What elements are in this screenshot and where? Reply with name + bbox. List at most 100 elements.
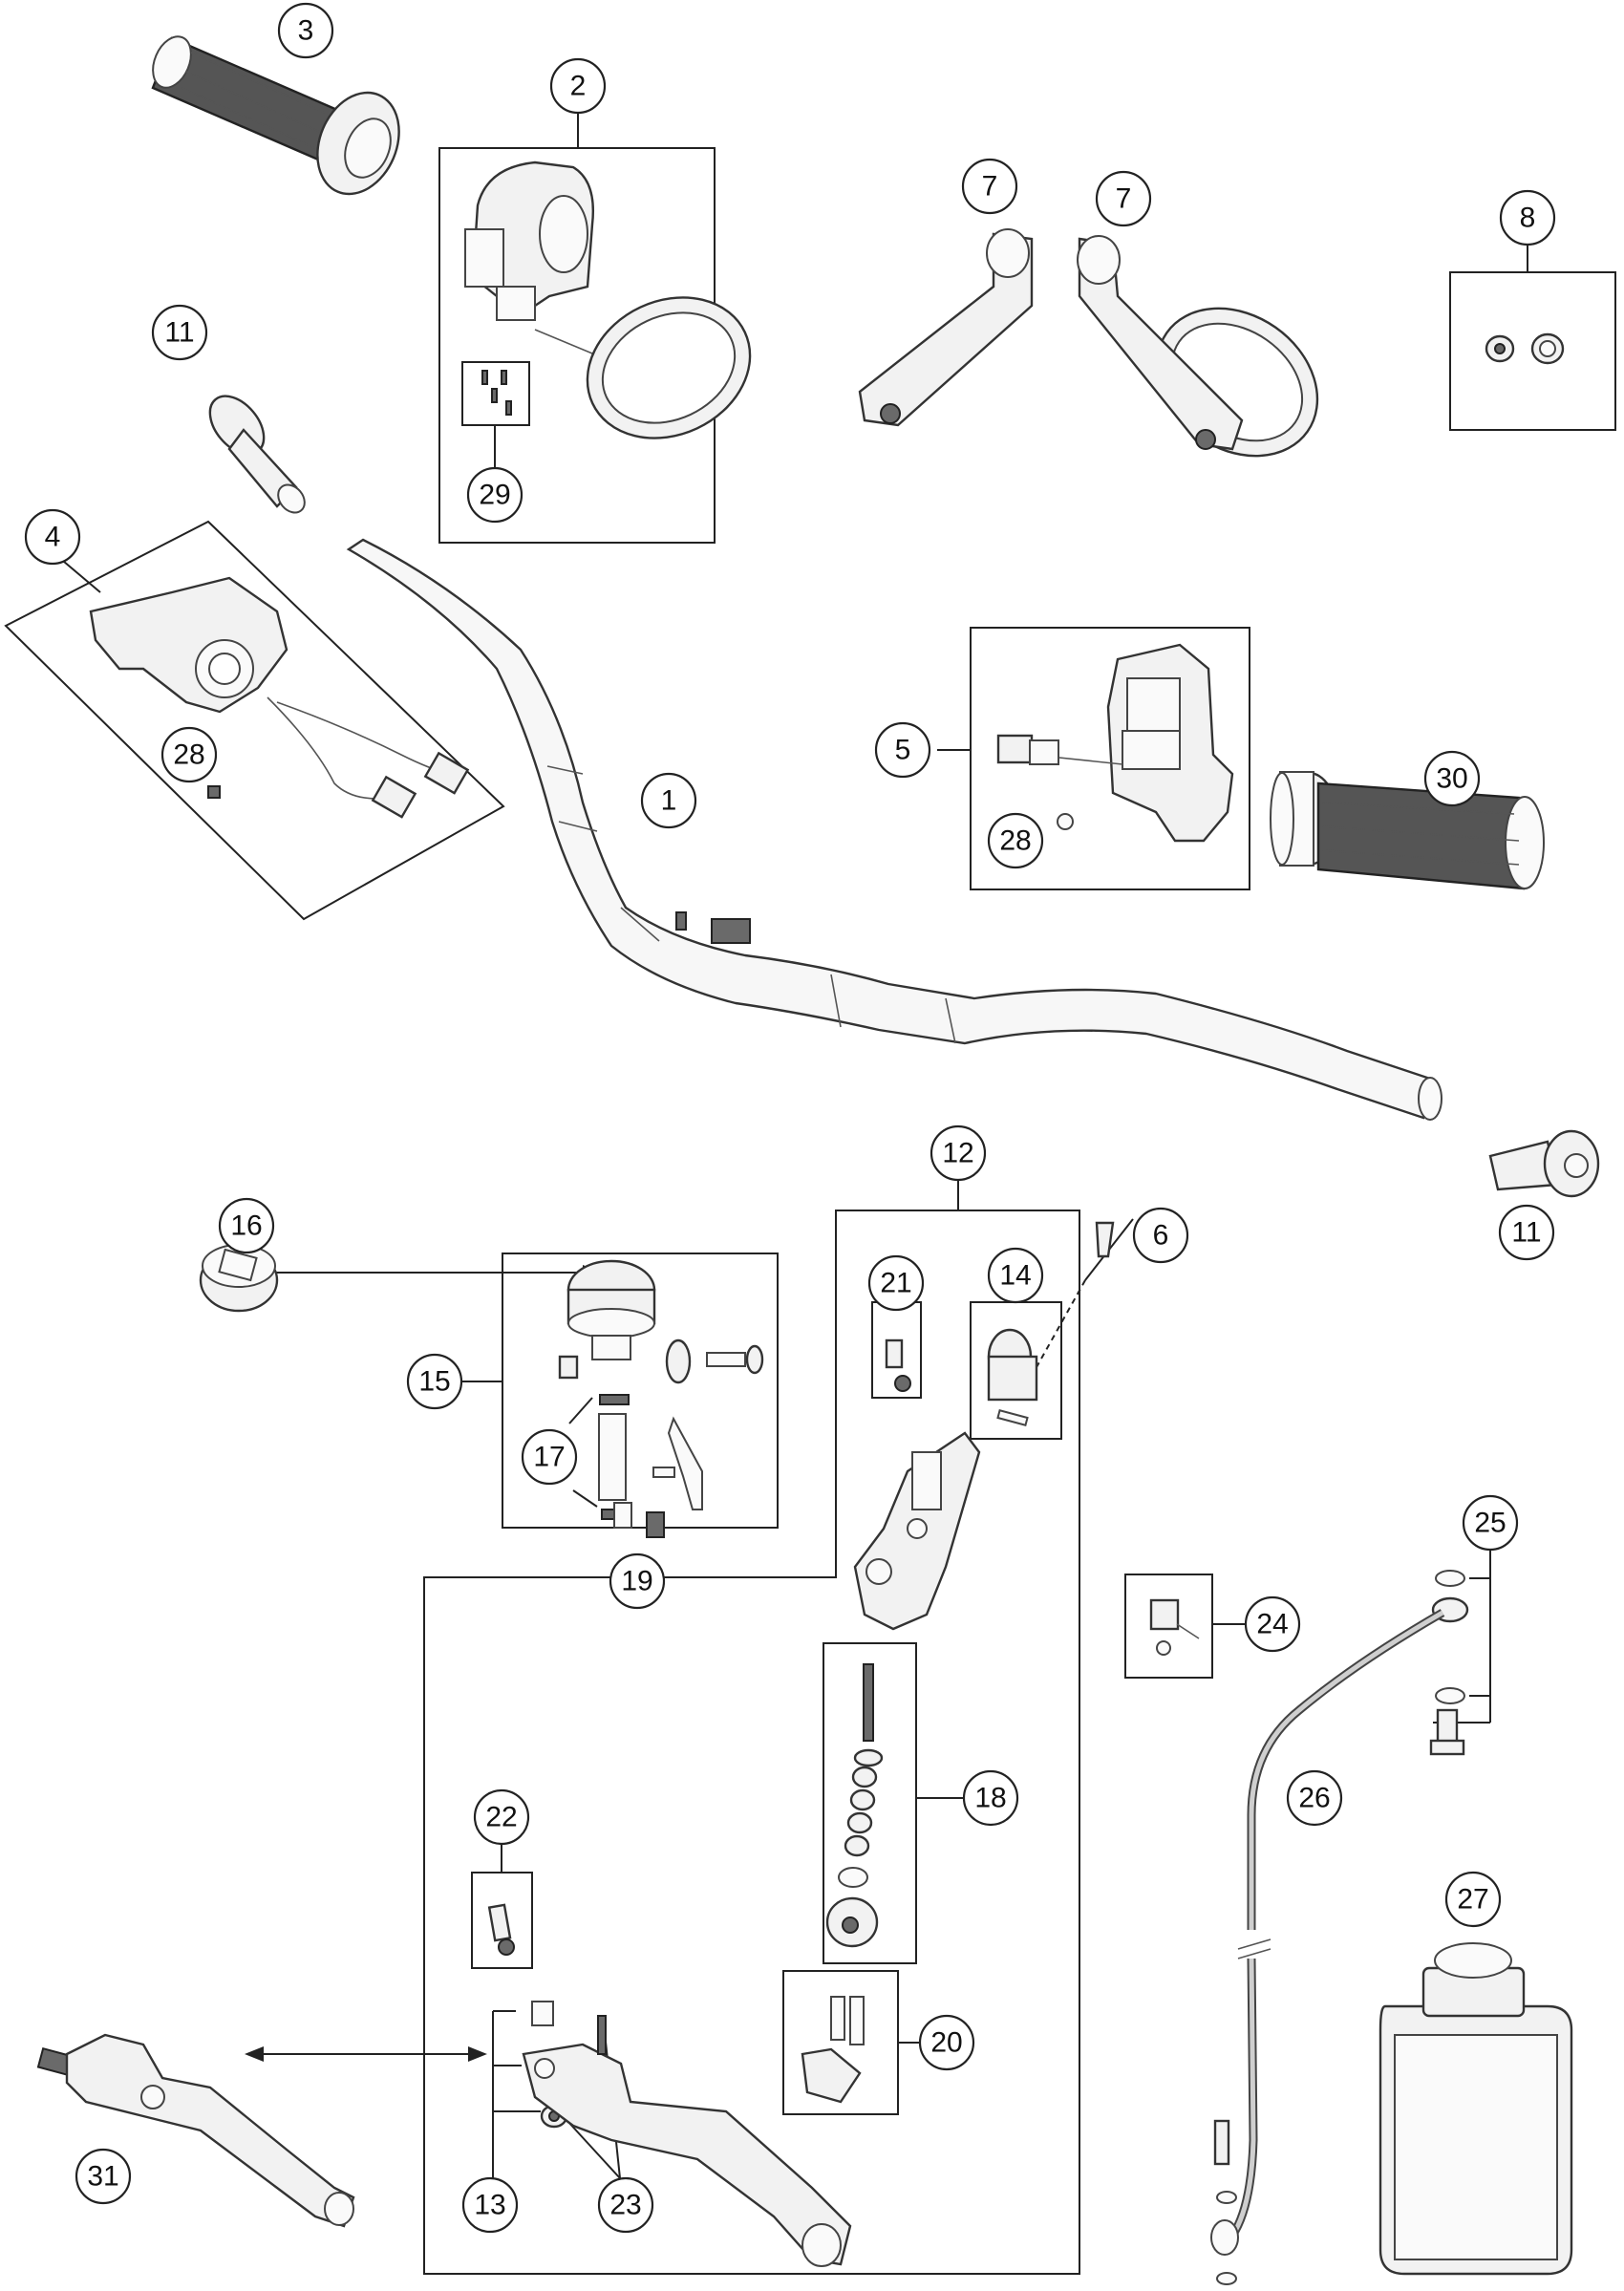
callout-6: 6 [1132, 1207, 1189, 1264]
arrow-head-13-right [468, 2046, 487, 2062]
svg-text:3: 3 [298, 15, 314, 47]
callout-14: 14 [987, 1247, 1044, 1304]
svg-text:28: 28 [173, 739, 204, 771]
callout-7-right: 7 [1095, 170, 1152, 227]
callout-18: 18 [962, 1769, 1019, 1827]
handguard-right-part [1077, 235, 1319, 458]
callout-29: 29 [466, 466, 524, 524]
svg-text:27: 27 [1457, 1884, 1488, 1916]
svg-text:2: 2 [570, 71, 587, 102]
arrow-head-31-left [245, 2046, 264, 2062]
banjo-24-part [1149, 1598, 1200, 1656]
screw-22-part [487, 1903, 515, 1956]
callout-12: 12 [930, 1124, 987, 1182]
lever-parts-20-part [801, 1996, 865, 2104]
svg-text:17: 17 [533, 1442, 565, 1473]
clutch-switch-part [89, 576, 470, 819]
svg-text:14: 14 [999, 1260, 1031, 1292]
callout-3: 3 [277, 2, 334, 59]
callout-30: 30 [1423, 750, 1481, 807]
handlebar-part [346, 538, 1442, 1121]
group-box-piston-kit-18 [823, 1642, 917, 1964]
callout-11-right: 11 [1498, 1204, 1555, 1261]
callout-31: 31 [75, 2148, 132, 2205]
svg-text:26: 26 [1298, 1783, 1330, 1814]
reservoir-cap-part [199, 1244, 279, 1313]
screw-21-part [885, 1338, 911, 1392]
bar-end-plug-left [208, 395, 306, 514]
callout-26: 26 [1286, 1769, 1343, 1827]
callout-28-right: 28 [987, 812, 1044, 869]
group-box-master-cylinder [423, 1210, 1080, 2275]
svg-text:11: 11 [1511, 1217, 1541, 1249]
callout-16: 16 [218, 1197, 275, 1254]
svg-text:31: 31 [87, 2161, 118, 2193]
screw-6-part [1095, 1221, 1115, 1258]
svg-text:25: 25 [1474, 1508, 1506, 1539]
callout-11-left: 11 [151, 304, 208, 361]
group-box-switch-right [970, 627, 1250, 890]
callout-28-left: 28 [160, 726, 218, 783]
piston-kit-18-part [825, 1663, 884, 1948]
callout-7-left: 7 [961, 158, 1018, 215]
banjo-bolt-25-part [1429, 1570, 1469, 1756]
callout-17: 17 [521, 1428, 578, 1486]
callout-27: 27 [1444, 1871, 1502, 1928]
brake-hose-26-part [1210, 1609, 1445, 2285]
brake-fluid-bottle-27-part [1378, 1942, 1573, 2276]
brake-lever-31-part [36, 2033, 355, 2228]
svg-text:11: 11 [164, 317, 194, 349]
bar-end-plug-right [1488, 1129, 1600, 1198]
right-grip-part [1270, 771, 1545, 890]
brake-lever-13-part [522, 2001, 852, 2267]
svg-text:7: 7 [1116, 183, 1132, 215]
svg-text:24: 24 [1256, 1609, 1288, 1640]
callout-15: 15 [406, 1353, 463, 1410]
svg-text:12: 12 [942, 1138, 973, 1169]
svg-text:19: 19 [621, 1566, 652, 1597]
right-switch-part [996, 643, 1234, 843]
switch-14-part [987, 1328, 1038, 1426]
screws-29 [481, 370, 512, 416]
callout-19: 19 [609, 1552, 666, 1610]
callout-23: 23 [597, 2176, 654, 2234]
svg-text:1: 1 [661, 785, 677, 817]
svg-text:5: 5 [895, 735, 911, 766]
handguard-left-part [586, 228, 1034, 439]
group-box-clutch-switch [4, 520, 505, 921]
svg-text:13: 13 [474, 2190, 505, 2221]
callout-21: 21 [867, 1254, 925, 1312]
group-box-banjo-24 [1124, 1574, 1213, 1679]
hardware-8 [1485, 332, 1565, 365]
svg-text:7: 7 [982, 171, 998, 203]
left-grip-part [151, 35, 400, 196]
svg-text:23: 23 [609, 2190, 641, 2221]
svg-text:30: 30 [1436, 763, 1467, 795]
callout-2: 2 [549, 57, 607, 115]
callout-13: 13 [461, 2176, 519, 2234]
svg-text:8: 8 [1520, 203, 1536, 234]
part-19 [613, 1502, 665, 1538]
callout-22: 22 [473, 1788, 530, 1846]
callout-4: 4 [24, 508, 81, 566]
svg-text:28: 28 [999, 825, 1031, 857]
reservoir-kit-part [558, 1259, 764, 1520]
svg-text:20: 20 [930, 2027, 962, 2059]
svg-text:22: 22 [485, 1802, 517, 1833]
callout-20: 20 [918, 2014, 975, 2071]
svg-text:21: 21 [880, 1268, 911, 1299]
svg-text:29: 29 [479, 480, 510, 511]
svg-text:15: 15 [418, 1366, 450, 1398]
group-box-handguard-hardware [1449, 271, 1616, 431]
callout-1: 1 [640, 772, 697, 829]
svg-text:18: 18 [974, 1783, 1006, 1814]
svg-text:16: 16 [230, 1210, 262, 1242]
svg-text:4: 4 [45, 522, 61, 553]
master-cylinder-body-part [853, 1431, 981, 1631]
callout-24: 24 [1244, 1595, 1301, 1653]
callout-8: 8 [1499, 189, 1556, 246]
group-box-reservoir-kit [502, 1253, 779, 1529]
callout-5: 5 [874, 721, 931, 779]
svg-text:6: 6 [1153, 1220, 1169, 1252]
